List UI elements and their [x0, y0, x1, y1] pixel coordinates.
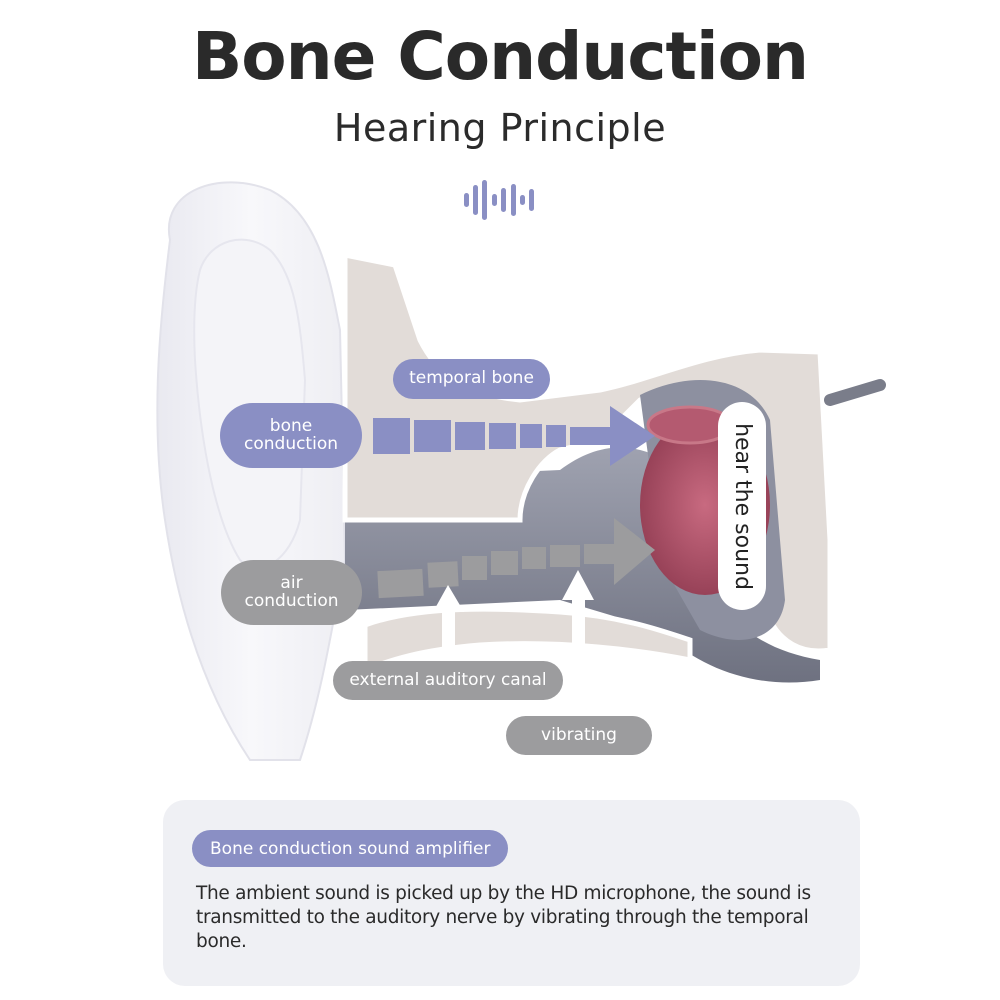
info-card-tag: Bone conduction sound amplifier: [192, 830, 509, 867]
air-conduction-arrow: [377, 518, 655, 599]
page-title: Bone Conduction: [192, 18, 809, 95]
label-air-conduction: air conduction: [221, 560, 362, 625]
label-external-auditory-canal: external auditory canal: [333, 661, 563, 700]
page-subtitle: Hearing Principle: [333, 106, 667, 150]
label-vibrating: vibrating: [506, 716, 652, 755]
label-temporal-bone: temporal bone: [393, 359, 550, 399]
label-hear-the-sound: hear the sound: [718, 402, 766, 610]
info-card: Bone conduction sound amplifier The ambi…: [163, 800, 860, 986]
sound-wave-icon: [462, 180, 538, 220]
vibration-up-arrows: [433, 570, 594, 720]
info-card-description: The ambient sound is picked up by the HD…: [196, 883, 811, 952]
label-hear-the-sound-text: hear the sound: [729, 422, 755, 590]
bone-conduction-arrow: [373, 406, 655, 466]
label-bone-conduction: bone conduction: [220, 403, 362, 468]
